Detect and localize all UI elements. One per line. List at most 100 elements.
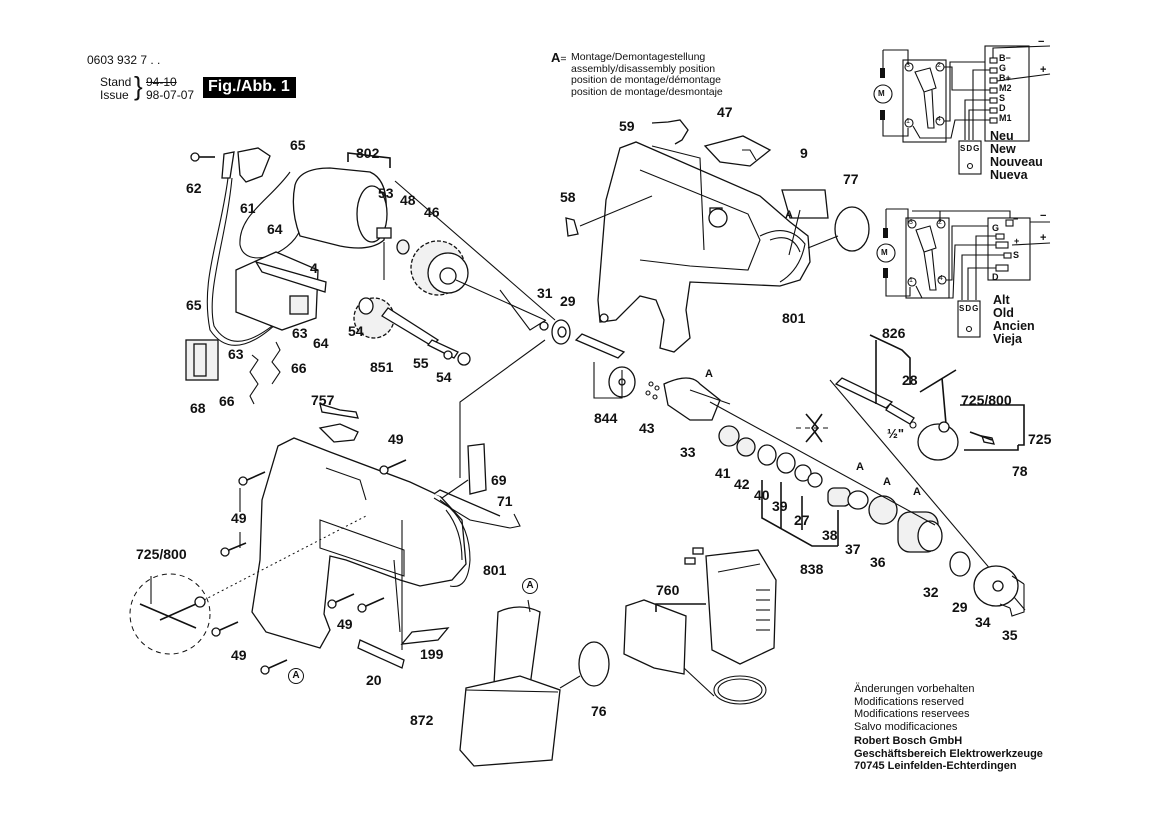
part-number-66[interactable]: 66 [219,393,235,409]
terminal-label: D [999,103,1006,113]
part-number-64[interactable]: 64 [267,221,283,237]
stand-label: Stand [100,75,132,89]
charger-group [623,547,777,705]
part-number-68[interactable]: 68 [190,400,206,416]
part-number-53[interactable]: 53 [378,185,394,201]
part-number-54[interactable]: 54 [436,369,452,385]
motor-group [185,147,556,405]
part-number-48[interactable]: 48 [400,192,416,208]
part-number-844[interactable]: 844 [594,410,618,426]
part-number-49[interactable]: 49 [388,431,404,447]
part-number-65[interactable]: 65 [290,137,306,153]
part-number-58[interactable]: 58 [560,189,576,205]
part-number-826[interactable]: 826 [882,325,906,341]
part-number-61[interactable]: 61 [240,200,256,216]
part-number-71[interactable]: 71 [497,493,513,509]
part-number-28[interactable]: 28 [902,372,918,388]
part-number-40[interactable]: 40 [754,487,770,503]
part-number-35[interactable]: 35 [1002,627,1018,643]
part-number-64[interactable]: 64 [313,335,329,351]
caption-line: Vieja [993,332,1022,346]
issue-date: 98-07-07 [146,88,195,102]
assembly-marker: A [785,209,793,221]
terminal-label: B− [999,53,1011,63]
polarity-minus: − [1040,210,1047,222]
chuck-group [829,334,1026,611]
stand-issue-values: 94-10 98-07-07 [146,76,194,102]
stand-issue-labels: Stand Issue [100,76,131,102]
assembly-marker: A [705,368,713,380]
part-number-725-800[interactable]: 725/800 [136,546,187,562]
part-number-36[interactable]: 36 [870,554,886,570]
part-number-199[interactable]: 199 [420,646,444,662]
part-number-49[interactable]: 49 [337,616,353,632]
caption-line: New [990,142,1016,156]
part-number-77[interactable]: 77 [843,171,859,187]
issue-label: Issue [100,88,129,102]
part-number-55[interactable]: 55 [413,355,429,371]
part-number-31[interactable]: 31 [537,285,553,301]
part-number-37[interactable]: 37 [845,541,861,557]
company-line: Robert Bosch GmbH [854,735,963,747]
legend-line: assembly/disassembly position [571,62,716,75]
article-number: 0603 932 7 . . [87,53,161,67]
part-number-760[interactable]: 760 [656,582,680,598]
part-number-29[interactable]: 29 [560,293,576,309]
part-number-725[interactable]: 725 [1028,431,1052,447]
part-number-78[interactable]: 78 [1012,463,1028,479]
part-number-802[interactable]: 802 [356,145,380,161]
part-number-63[interactable]: 63 [228,346,244,362]
part-number-39[interactable]: 39 [772,498,788,514]
part-number-29[interactable]: 29 [952,599,968,615]
part-number-34[interactable]: 34 [975,614,991,630]
part-number-801[interactable]: 801 [782,310,806,326]
part-number-65[interactable]: 65 [186,297,202,313]
wiring-old-caption: Alt Old Ancien Vieja [993,294,1035,346]
part-number-20[interactable]: 20 [366,672,382,688]
housing-accessories [565,119,870,256]
part-number-49[interactable]: 49 [231,510,247,526]
part-number-47[interactable]: 47 [717,104,733,120]
part-number-32[interactable]: 32 [923,584,939,600]
part-number-801[interactable]: 801 [483,562,507,578]
legend-line: Montage/Demontagestellung [571,51,706,63]
transistor-pins: SDG [960,144,981,153]
part-number-43[interactable]: 43 [639,420,655,436]
assembly-marker: A [913,486,921,498]
motor-symbol: M [881,248,888,257]
part-number-42[interactable]: 42 [734,476,750,492]
part-number-725-800[interactable]: 725/800 [961,392,1012,408]
part-number-69[interactable]: 69 [491,472,507,488]
caption-line: Ancien [993,319,1035,333]
housing-left [251,403,521,649]
part-number-757[interactable]: 757 [311,392,335,408]
part-number-63[interactable]: 63 [292,325,308,341]
part-number-872[interactable]: 872 [410,712,434,728]
part-number-38[interactable]: 38 [822,527,838,543]
part-number-46[interactable]: 46 [424,204,440,220]
terminal-label: S [999,93,1006,103]
legend-equals: = [560,53,567,65]
switch-pin: 4 [939,275,943,282]
part-number-62[interactable]: 62 [186,180,202,196]
footer-note: Salvo modificaciones [854,720,958,733]
part-number-76[interactable]: 76 [591,703,607,719]
assembly-marker: A [856,461,864,473]
polarity-plus: + [1040,64,1047,76]
part-number-41[interactable]: 41 [715,465,731,481]
part-number-851[interactable]: 851 [370,359,394,375]
part-number-54[interactable]: 54 [348,323,364,339]
part-number-4[interactable]: 4 [310,260,318,276]
part-number-49[interactable]: 49 [231,647,247,663]
part-number-66[interactable]: 66 [291,360,307,376]
part-number-33[interactable]: 33 [680,444,696,460]
terminal-label: B+ [999,73,1011,83]
part-number-59[interactable]: 59 [619,118,635,134]
housing-right [499,141,811,353]
transistor-pins: SDG [959,304,980,313]
part-number-838[interactable]: 838 [800,561,824,577]
legend-key: A [551,50,561,65]
small-parts [318,423,487,669]
part-number-9[interactable]: 9 [800,145,808,161]
part-number-27[interactable]: 27 [794,512,810,528]
